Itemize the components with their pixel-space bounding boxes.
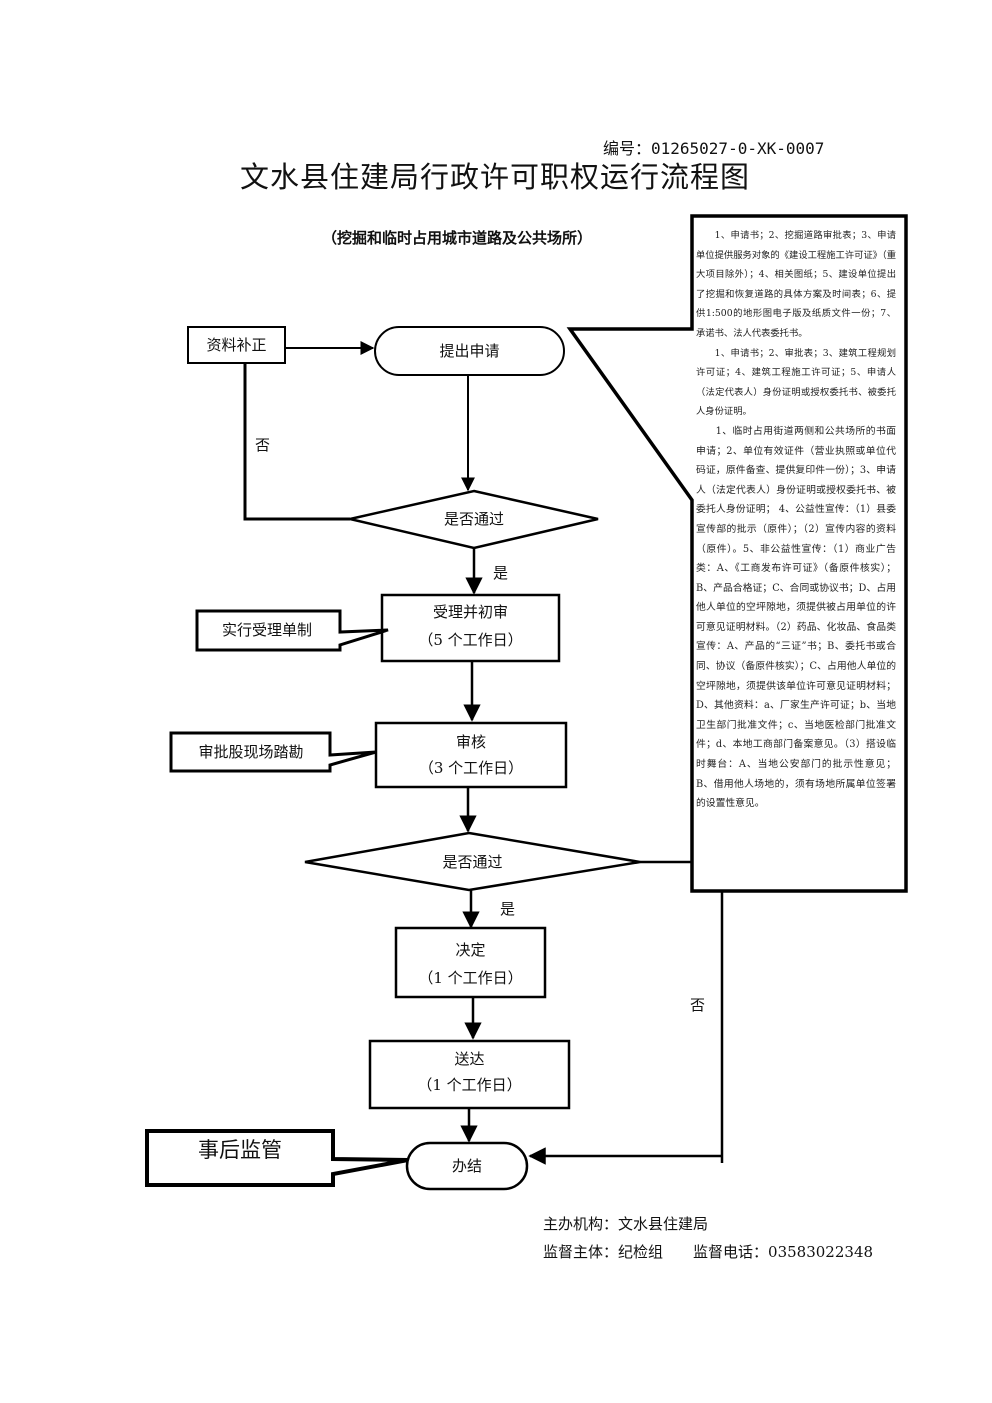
accept-note-callout — [195, 609, 389, 652]
decide-days: （1 个工作日） — [418, 969, 523, 987]
supplement-box — [187, 326, 286, 364]
supervisor-label: 监督主体： — [543, 1243, 619, 1261]
yes-label-2: 是 — [500, 900, 516, 918]
review-note-callout — [169, 731, 377, 773]
finish-label: 办结 — [451, 1157, 482, 1175]
deliver-title: 送达 — [454, 1050, 485, 1068]
yes-label-1: 是 — [493, 564, 509, 582]
phone-value: 03583022348 — [768, 1243, 874, 1261]
organizer-label: 主办机构： — [543, 1215, 619, 1233]
footer-info: 主办机构：文水县住建局 监督主体：纪检组 监督电话：03583022348 — [543, 1210, 873, 1266]
review-note-label: 审批股现场踏勘 — [198, 743, 304, 761]
document-number: 编号：01265027-0-XK-0007 — [603, 139, 825, 158]
submit-terminal — [374, 326, 565, 376]
decision2-diamond — [304, 831, 641, 892]
decide-title: 决定 — [455, 941, 486, 959]
page-subtitle: （挖掘和临时占用城市道路及公共场所） — [322, 229, 593, 247]
supplement-label: 资料补正 — [206, 336, 267, 354]
decision1-label: 是否通过 — [443, 510, 504, 528]
review-days: （3 个工作日） — [418, 759, 524, 777]
requirements-callout-box — [566, 214, 908, 893]
supervisor-value: 纪检组 — [618, 1243, 664, 1261]
phone-label: 监督电话： — [693, 1243, 769, 1261]
accept-note-label: 实行受理单制 — [221, 621, 312, 639]
decide-box — [394, 926, 547, 999]
page-title: 文水县住建局行政许可职权运行流程图 — [240, 160, 751, 194]
accept-box — [380, 593, 561, 663]
accept-title: 受理并初审 — [432, 603, 508, 621]
supervisor-row: 监督主体：纪检组 监督电话：03583022348 — [543, 1238, 873, 1266]
requirements-paragraph: 1、临时占用街道两侧和公共场所的书面申请；2、单位有效证件（营业执照或单位代码证… — [696, 425, 896, 810]
no-label-2: 否 — [690, 996, 706, 1014]
accept-days: （5 个工作日） — [418, 631, 523, 649]
organizer-value: 文水县住建局 — [618, 1215, 709, 1233]
finish-note-label: 事后监管 — [198, 1138, 282, 1162]
no-label-1: 否 — [255, 436, 271, 454]
requirements-paragraph: 1、申请书；2、审批表；3、建筑工程规划许可证；4、建筑工程施工许可证；5、申请… — [696, 347, 896, 418]
review-title: 审核 — [455, 733, 486, 751]
submit-label: 提出申请 — [439, 342, 500, 360]
no-loop-line — [243, 363, 350, 521]
requirements-paragraph: 1、申请书；2、挖掘道路审批表；3、申请单位提供服务对象的《建设工程施工许可证》… — [696, 230, 896, 339]
decision2-label: 是否通过 — [442, 853, 503, 871]
deliver-days: （1 个工作日） — [417, 1076, 522, 1094]
review-box — [374, 721, 568, 789]
organizer-row: 主办机构：文水县住建局 — [543, 1210, 873, 1238]
requirements-text: 1、申请书；2、挖掘道路审批表；3、申请单位提供服务对象的《建设工程施工许可证》… — [696, 226, 896, 814]
finish-note-callout — [145, 1129, 409, 1187]
finish-terminal — [405, 1141, 529, 1191]
